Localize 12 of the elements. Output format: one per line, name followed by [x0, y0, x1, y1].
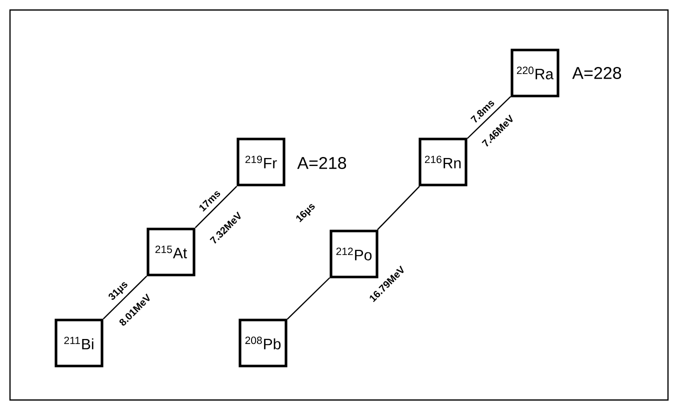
decay-line: [194, 186, 238, 228]
nuclide-box: $^{216}$Rn: [418, 138, 468, 186]
nuclide-box: $^{219}$Fr: [236, 138, 286, 186]
decay-line: [377, 186, 420, 230]
nuclide-box: $^{220}$Ra: [510, 48, 560, 98]
nuclide-box: $^{215}$At: [146, 228, 196, 276]
decay-line: [102, 276, 148, 320]
decay-line: [466, 96, 512, 139]
decay-line: [286, 277, 330, 320]
nuclide-box: $^{208}$Pb: [238, 318, 288, 368]
nuclide-box: $^{211}$Bi: [54, 318, 104, 368]
nuclide-box: $^{212}$Po: [330, 230, 378, 278]
